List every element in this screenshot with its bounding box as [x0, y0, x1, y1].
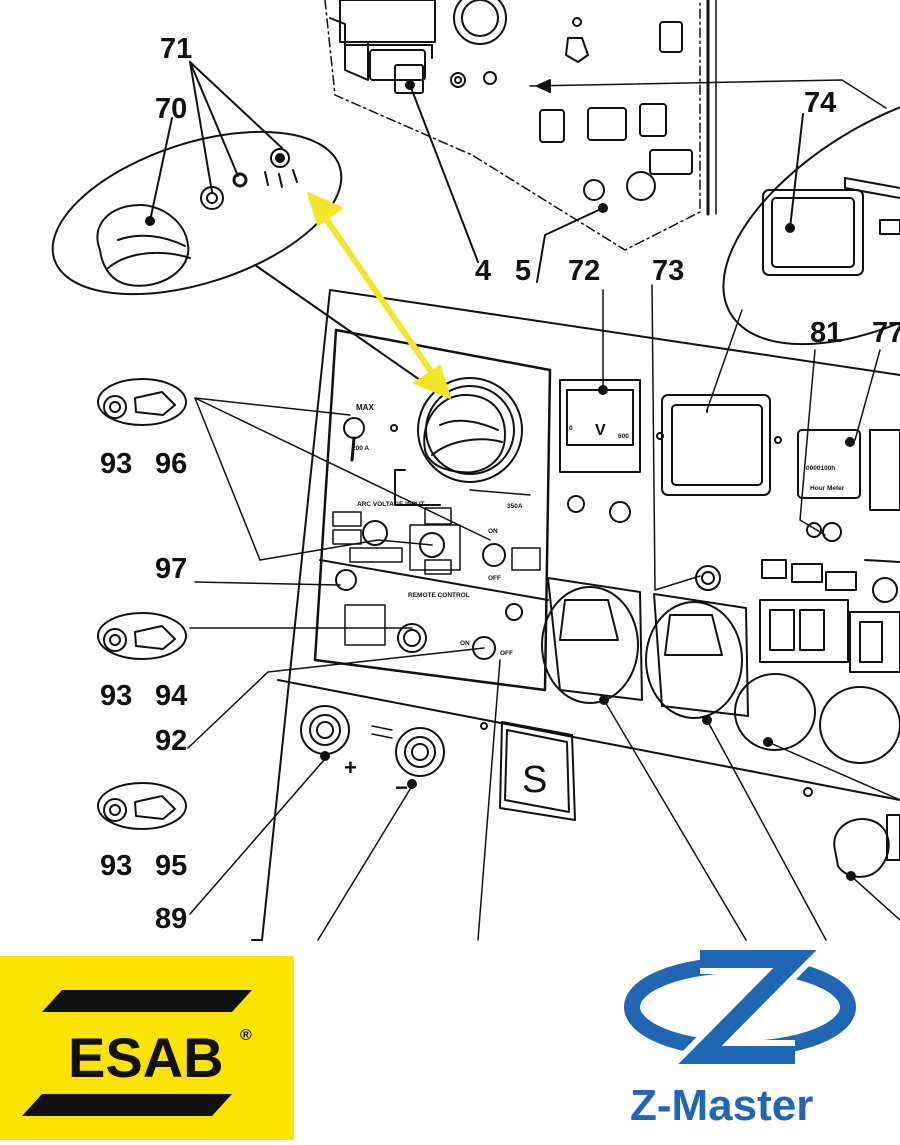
label-remote-control: REMOTE CONTROL: [408, 592, 470, 599]
hour-meter-digits: 0000100h: [806, 465, 835, 472]
esab-registered: ®: [240, 1027, 252, 1044]
plus-terminal-label: +: [344, 755, 357, 780]
callout-93-b: 93: [100, 680, 132, 712]
zmaster-wordmark: Z-Master: [630, 1081, 813, 1130]
callout-93-a: 93: [100, 448, 132, 480]
knob-detail-ellipse: [51, 61, 421, 381]
leader-lines: [187, 284, 900, 941]
callout-81: 81: [810, 317, 842, 349]
panel-markings: MAX 200 A 350A ARC VOLTAGE INPUT REMOTE …: [344, 403, 845, 801]
main-control-panel: [251, 289, 900, 941]
label-on-2: ON: [460, 640, 470, 647]
callout-71: 71: [160, 33, 192, 65]
esab-wordmark: ESAB: [68, 1026, 224, 1089]
label-arc-voltage: ARC VOLTAGE INPUT: [357, 501, 425, 508]
hour-meter-caption: Hour Meter: [810, 485, 845, 492]
callout-72: 72: [568, 255, 600, 287]
label-200a: 200 A: [352, 445, 369, 452]
callout-96: 96: [155, 448, 187, 480]
spare-parts-left: [97, 378, 187, 830]
voltmeter-min: 0: [569, 425, 573, 432]
callout-89: 89: [155, 903, 187, 935]
label-350a: 350A: [507, 503, 523, 510]
callout-95: 95: [155, 850, 187, 882]
zmaster-logo-mark: Z-Master: [624, 944, 856, 1130]
esab-logo-mark: ESAB ®: [22, 990, 252, 1116]
callout-labels: 71 70 74 4 5 72 73 81 77 93 96 97 93 94 …: [100, 33, 900, 935]
upper-cabinet-parts: [324, 0, 887, 283]
voltmeter-unit: V: [595, 422, 606, 439]
callout-74: 74: [804, 87, 836, 119]
callout-94: 94: [155, 680, 187, 712]
hour-meter-detail-ellipse: [722, 84, 900, 346]
callout-4: 4: [475, 255, 491, 287]
callout-5: 5: [515, 255, 531, 287]
callout-93-c: 93: [100, 850, 132, 882]
minus-terminal-label: −: [395, 775, 408, 800]
socket-s-label: S: [522, 759, 547, 801]
voltmeter-max: 600: [618, 433, 629, 440]
callout-73: 73: [652, 255, 684, 287]
esab-logo: ESAB ®: [0, 956, 294, 1140]
label-off-2: OFF: [500, 650, 513, 657]
callout-77: 77: [872, 317, 900, 349]
callout-70: 70: [155, 93, 187, 125]
yellow-double-arrow: [307, 192, 451, 399]
callout-92: 92: [155, 725, 187, 757]
label-off: OFF: [488, 575, 501, 582]
callout-97: 97: [155, 553, 187, 585]
zmaster-logo: Z-Master: [600, 944, 900, 1140]
label-on: ON: [488, 528, 498, 535]
label-max: MAX: [356, 403, 374, 412]
